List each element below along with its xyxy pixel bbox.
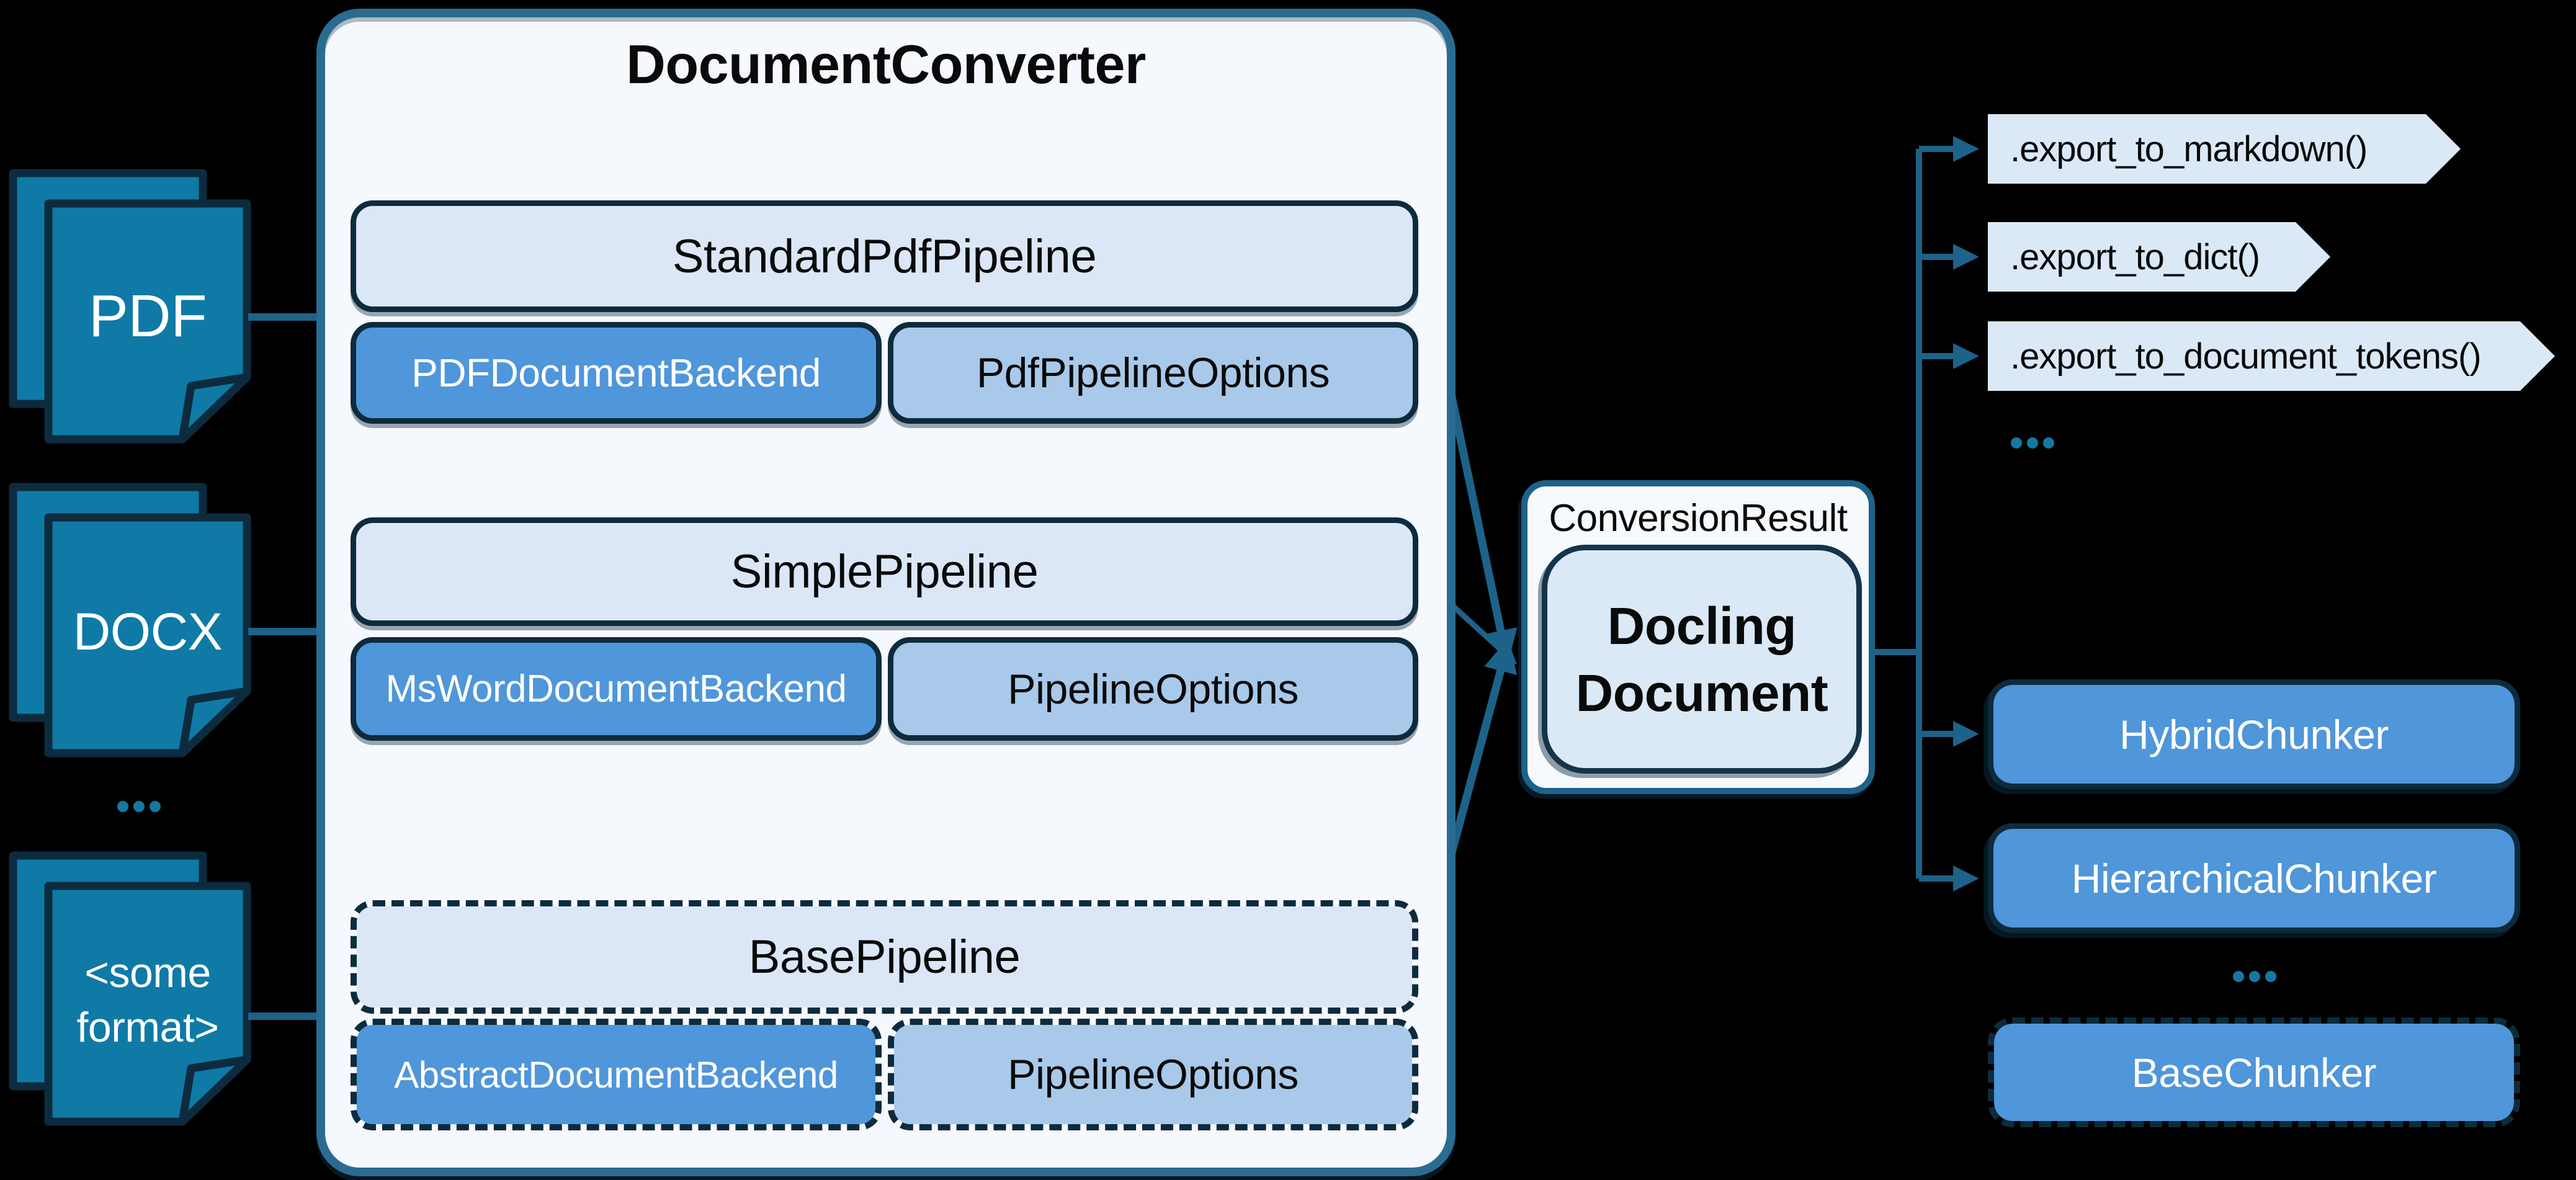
docx-input-label: DOCX: [73, 602, 223, 661]
options-box-pipelineoptions: PipelineOptions: [888, 637, 1418, 741]
ellipsis-dots-chunkers: [2233, 971, 2276, 982]
some-format-document-icon: [9, 851, 251, 1126]
export-chevron-markdown: .export_to_markdown(): [1988, 114, 2461, 184]
some-format-input-label: <some format>: [48, 941, 247, 1060]
export-chevron-dict: .export_to_dict(): [1988, 222, 2330, 292]
some-format-line1: <some: [84, 949, 211, 996]
export-chevron-document-tokens: .export_to_document_tokens(): [1988, 321, 2555, 391]
backend-box-pdfdocumentbackend: PDFDocumentBackend: [351, 322, 882, 424]
ellipsis-dots-exports: [2011, 437, 2054, 449]
chunker-box-hybrid: HybridChunker: [1988, 679, 2520, 789]
options-box-pdfpipelineoptions: PdfPipelineOptions: [888, 322, 1418, 424]
docling-document-line1: Docling: [1607, 596, 1797, 655]
docling-document-line2: Document: [1575, 663, 1828, 722]
document-converter-title: DocumentConverter: [626, 34, 1146, 95]
backend-box-msworddocumentbackend: MsWordDocumentBackend: [351, 637, 882, 741]
pipeline-box-standardpdfpipeline: StandardPdfPipeline: [351, 200, 1418, 312]
ellipsis-dots-inputs: [117, 801, 161, 812]
pdf-document-icon: [9, 169, 251, 444]
docx-document-icon: [9, 483, 251, 758]
some-format-line2: format>: [76, 1004, 219, 1051]
chunker-box-base: BaseChunker: [1988, 1017, 2520, 1127]
docling-document-box: Docling Document: [1542, 545, 1862, 774]
backend-box-abstractdocumentbackend: AbstractDocumentBackend: [351, 1019, 882, 1130]
pdf-input-label: PDF: [88, 283, 207, 349]
options-box-pipelineoptions-base: PipelineOptions: [888, 1019, 1418, 1130]
conversion-result-label: ConversionResult: [1549, 496, 1848, 540]
pipeline-box-simplepipeline: SimplePipeline: [351, 517, 1418, 626]
chunker-box-hierarchical: HierarchicalChunker: [1988, 823, 2520, 933]
pipeline-box-basepipeline: BasePipeline: [351, 900, 1418, 1014]
